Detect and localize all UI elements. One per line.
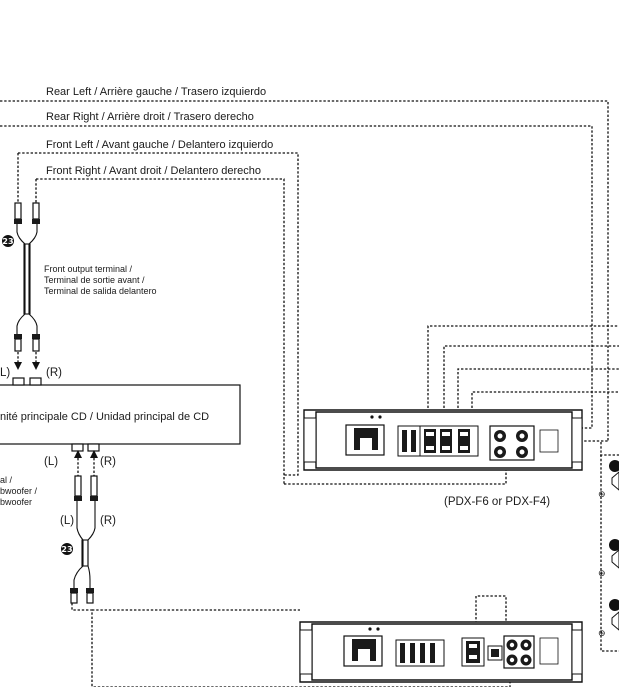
marker-left-bottom: (L) [60, 515, 74, 527]
rca-wire-rear-right [0, 125, 593, 429]
plus-sign-1: ⊕ [598, 489, 606, 499]
head-unit-label: nité principale CD / Unidad principal de… [0, 411, 209, 423]
marker-right-bottom: (R) [100, 515, 116, 527]
cd-head-unit: nité principale CD / Unidad principal de… [0, 377, 241, 452]
marker-right-top: (R) [46, 367, 62, 379]
label-sub-3: bwoofer [0, 497, 32, 507]
amplifier-pdx-f6 [303, 409, 583, 471]
callout-badge-cable-top: 23 [2, 235, 14, 247]
label-front-right: Front Right / Avant droit / Delantero de… [46, 165, 261, 177]
label-front-output-1: Front output terminal / [44, 264, 133, 274]
svg-text:23: 23 [2, 237, 13, 246]
rca-wire-rear-left [0, 100, 609, 442]
label-front-left: Front Left / Avant gauche / Delantero iz… [46, 139, 273, 151]
rca-cable-front [14, 202, 40, 370]
marker-left-top: L) [0, 367, 10, 379]
label-rear-right: Rear Right / Arrière droit / Trasero der… [46, 111, 254, 123]
model-label: (PDX-F6 or PDX-F4) [444, 496, 550, 508]
plus-sign-2: ⊕ [598, 568, 606, 578]
amplifier-mono [299, 621, 583, 683]
rca-wire-front-right [35, 178, 507, 485]
callout-badge-cable-bottom: 23 [61, 543, 73, 555]
label-rear-left: Rear Left / Arrière gauche / Trasero izq… [46, 86, 266, 98]
rca-wire-front-left [17, 152, 299, 476]
speaker-3: ⊕ [598, 599, 619, 638]
label-front-output-2: Terminal de sortie avant / [44, 275, 145, 285]
speaker-2: ⊕ [598, 539, 619, 578]
label-front-output-3: Terminal de salida delantero [44, 286, 157, 296]
label-sub-1: al / [0, 475, 13, 485]
speaker-wires-right [427, 325, 619, 652]
svg-text:23: 23 [61, 545, 72, 554]
plus-sign-3: ⊕ [598, 628, 606, 638]
rca-cable-sub: (L) (R) [60, 450, 116, 604]
label-sub-2: bwoofer / [0, 486, 38, 496]
speaker-1: ⊕ [598, 460, 619, 499]
marker-left-mid: (L) [44, 456, 58, 468]
marker-right-mid: (R) [100, 456, 116, 468]
